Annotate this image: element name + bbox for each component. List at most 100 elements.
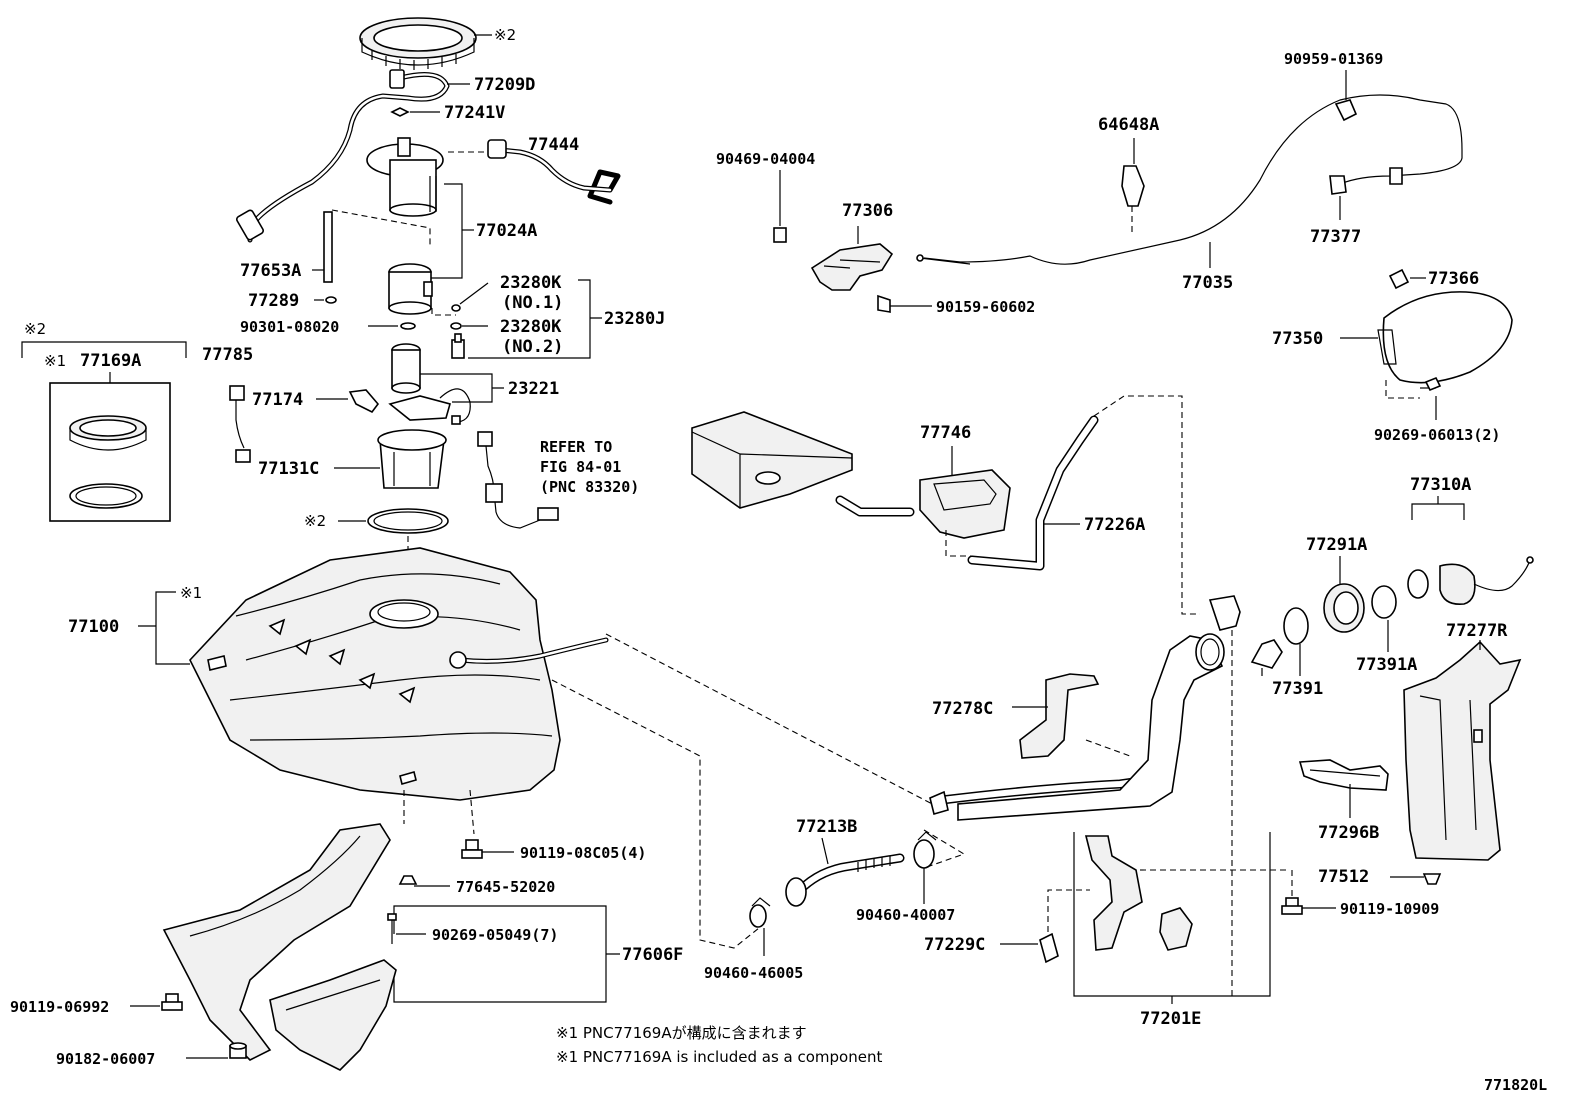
rod-77653A [323,211,333,283]
label-77512: 77512 [1318,867,1369,887]
label-77310A: 77310A [1410,475,1471,495]
label-90301-08020: 90301-08020 [240,318,339,336]
label-77174: 77174 [252,390,303,410]
screw-90469 [773,227,787,243]
o-ring-77391A [1371,585,1397,619]
label-77653A: 77653A [240,261,301,281]
label-77350: 77350 [1272,329,1323,349]
screw-90269-06013 [1424,376,1442,392]
label-23221: 23221 [508,379,559,399]
clamp-90460-46005 [749,897,771,928]
fuel-tube-77209D [236,69,450,243]
bolt-90269-05049 [387,913,397,944]
o-ring-23280K-2 [450,322,462,330]
label-90269-06013: 90269-06013(2) [1374,426,1500,444]
pressure-regulator [451,333,465,359]
clip-64648A [1121,165,1145,207]
fuel-pump-assembly-group [21,17,621,620]
clip-77391 [1250,639,1283,669]
label-90469-04004: 90469-04004 [716,150,815,168]
vent-valve-77746 [919,469,1011,539]
clip-77366 [1388,268,1410,290]
label-77785: 77785 [202,345,253,365]
clip-77229C [1039,932,1059,964]
label-90460-46005: 90460-46005 [704,964,803,982]
label-90269-05049: 90269-05049(7) [432,926,558,944]
mark-1-tank: ※1 [180,584,202,602]
filler-seal-77291A [1323,556,1365,633]
label-77035: 77035 [1182,273,1233,293]
label-90119-06992: 90119-06992 [10,998,109,1016]
o-ring-90301 [400,322,416,330]
label-77131C: 77131C [258,459,319,479]
label-90182-06007: 90182-06007 [56,1050,155,1068]
label-64648A: 64648A [1098,115,1159,135]
label-77366: 77366 [1428,269,1479,289]
pump-base-sender [388,388,471,425]
label-77645-52020: 77645-52020 [456,878,555,896]
fuel-lid-group [1340,268,1513,420]
mark-2-gasket: ※2 [304,512,326,530]
bolt-90119-06992 [161,993,183,1011]
gasket-ring [367,508,449,534]
under-covers [162,823,397,1071]
refer-line-1: REFER TO [540,438,612,456]
label-23280K-no1-sub: (NO.1) [502,293,563,313]
label-77391A: 77391A [1356,655,1417,675]
breather-clamp [1208,595,1241,631]
label-77229C: 77229C [924,935,985,955]
diagram-code: 771820L [1484,1076,1547,1094]
fuel-cap-77310A [1439,563,1476,606]
label-77289: 77289 [248,291,299,311]
label-90460-40007: 90460-40007 [856,906,955,924]
label-77169A: 77169A [80,351,141,371]
refer-harness [477,431,559,529]
nut-77512 [1422,873,1442,885]
refer-line-3: (PNC 83320) [540,478,639,496]
label-77278C: 77278C [932,699,993,719]
bracket-77278C [1019,673,1100,759]
wire-harness-77444 [487,139,621,205]
fuel-tank [189,547,609,801]
label-77291A: 77291A [1306,535,1367,555]
label-90159-60602: 90159-60602 [936,298,1035,316]
clip-90159 [877,294,891,313]
label-77391: 77391 [1272,679,1323,699]
hose-77213B [785,853,905,907]
nut-90182 [229,1042,247,1059]
pump-cup-77131C [377,429,447,489]
label-77241V: 77241V [444,103,505,123]
mark-2-top: ※2 [494,26,516,44]
label-77213B: 77213B [796,817,857,837]
canister-group [691,395,1200,615]
label-77606F: 77606F [622,945,683,965]
cap-gasket [1407,569,1429,599]
footnote-japanese: ※1 PNC77169Aが構成に含まれます [556,1024,807,1042]
label-90959-01369: 90959-01369 [1284,50,1383,68]
label-77226A: 77226A [1084,515,1145,535]
o-ring-23280K-1 [451,304,461,312]
bolt-90119-10909 [1281,897,1303,915]
label-77296B: 77296B [1318,823,1379,843]
pump-upper-body [366,137,444,217]
mark-1-box: ※1 [44,352,66,370]
charcoal-canister [691,411,853,509]
part-labels: ※2 77209D 77241V 77444 77024A 77653A 772… [10,26,1547,1094]
bolt-90119-08C05 [461,839,483,859]
footnote-english: ※1 PNC77169A is included as a component [556,1048,882,1066]
clip-77645 [398,875,418,885]
fuel-lid-opener-group [773,70,1463,313]
o-ring-77391 [1283,607,1309,645]
gasket-77241V [390,107,410,117]
label-77209D: 77209D [474,75,535,95]
label-90119-10909: 90119-10909 [1340,900,1439,918]
label-23280K-no2: 23280K [500,317,562,337]
label-77377: 77377 [1310,227,1361,247]
fuel-filter [388,263,433,315]
mark-2-box: ※2 [24,320,46,338]
wire-77785 [229,385,251,463]
refer-line-2: FIG 84-01 [540,458,621,476]
clip-90959 [1334,99,1358,122]
label-77746: 77746 [920,423,971,443]
label-23280J: 23280J [604,309,665,329]
